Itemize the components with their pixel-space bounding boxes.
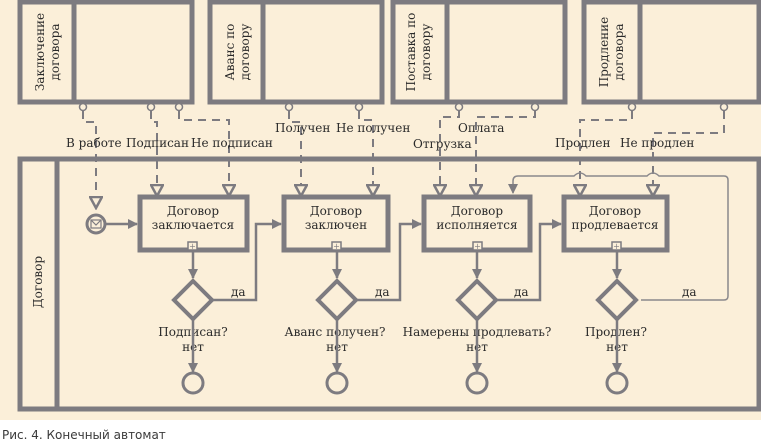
pool-label: договора xyxy=(612,24,626,81)
subprocess-plus-icon xyxy=(611,241,622,251)
svg-text:Договор: Договор xyxy=(589,204,641,218)
subprocess-plus-icon xyxy=(331,241,342,251)
message-origins xyxy=(78,102,729,112)
state-contract-concluded[interactable]: Договор заключен + xyxy=(281,194,391,253)
state-machine-diagram: Заключение договора Аванс по договору По… xyxy=(17,0,761,412)
pool-extension: Продление договора xyxy=(581,0,761,105)
start-message-event xyxy=(85,213,107,235)
state-contract-extending[interactable]: Договор продлевается + xyxy=(561,194,670,253)
svg-text:продлевается: продлевается xyxy=(572,218,659,232)
svg-text:+: + xyxy=(474,242,481,251)
svg-text:+: + xyxy=(613,242,620,251)
message-flow-extended xyxy=(580,111,633,196)
figure-caption: Рис. 4. Конечный автомат xyxy=(2,428,166,442)
pool-label: Поставка по xyxy=(404,13,418,92)
pool-delivery: Поставка по договору xyxy=(390,0,568,105)
gateway-signed: Подписан? нет да xyxy=(158,278,246,354)
diagram-canvas: Заключение договора Аванс по договору По… xyxy=(0,0,761,420)
svg-text:да: да xyxy=(682,285,697,299)
message-label: В работе xyxy=(66,136,122,150)
subprocess-plus-icon xyxy=(187,241,198,251)
message-label: Получен xyxy=(275,121,330,135)
message-flow-shipment xyxy=(440,111,460,196)
svg-text:+: + xyxy=(333,242,340,251)
loop-back-flow xyxy=(508,172,729,301)
message-flow-in-work xyxy=(82,111,96,208)
svg-text:Договор: Договор xyxy=(310,204,362,218)
pool-label: Заключение xyxy=(33,13,47,91)
pool-label: договора xyxy=(48,24,62,81)
subprocess-plus-icon xyxy=(472,241,483,251)
message-label: Отгрузка xyxy=(413,137,472,151)
pool-label: договору xyxy=(238,24,252,81)
svg-text:заключен: заключен xyxy=(305,218,367,232)
message-flow-not-signed xyxy=(178,111,229,196)
main-pool-label: Договор xyxy=(31,256,45,308)
pool-advance-payment: Аванс по договору xyxy=(207,0,385,105)
pool-label: Продление xyxy=(597,17,611,88)
pool-label: договору xyxy=(419,24,433,81)
main-pool-contract: Договор xyxy=(17,156,761,412)
svg-text:Договор: Договор xyxy=(451,204,503,218)
state-contract-executing[interactable]: Договор исполняется + xyxy=(421,194,533,253)
message-label: Подписан xyxy=(126,136,189,150)
end-event xyxy=(325,371,349,395)
message-label: Продлен xyxy=(555,136,610,150)
svg-text:+: + xyxy=(189,242,196,251)
gateway-extended: Продлен? нет да xyxy=(585,278,697,354)
message-labels: В работе Подписан Не подписан Получен Не… xyxy=(66,121,694,151)
end-event xyxy=(465,371,489,395)
svg-text:да: да xyxy=(231,285,246,299)
svg-text:да: да xyxy=(514,285,529,299)
pool-label: Аванс по xyxy=(223,24,237,81)
message-flow-signed xyxy=(150,111,157,196)
envelope-icon xyxy=(90,219,102,229)
message-label: Не получен xyxy=(336,121,410,135)
message-label: Не подписан xyxy=(191,136,273,150)
svg-text:исполняется: исполняется xyxy=(436,218,517,232)
end-event xyxy=(605,371,629,395)
state-contract-concluding[interactable]: Договор заключается + xyxy=(137,194,250,253)
svg-text:Договор: Договор xyxy=(167,204,219,218)
pool-contract-conclusion: Заключение договора xyxy=(17,0,195,105)
message-flow-not-extended xyxy=(653,111,725,196)
end-event xyxy=(181,371,205,395)
message-label: Оплата xyxy=(458,121,504,135)
svg-text:заключается: заключается xyxy=(152,218,234,232)
message-label: Не продлен xyxy=(620,136,694,150)
svg-text:Аванс получен?: Аванс получен? xyxy=(285,325,386,339)
svg-text:да: да xyxy=(375,285,390,299)
